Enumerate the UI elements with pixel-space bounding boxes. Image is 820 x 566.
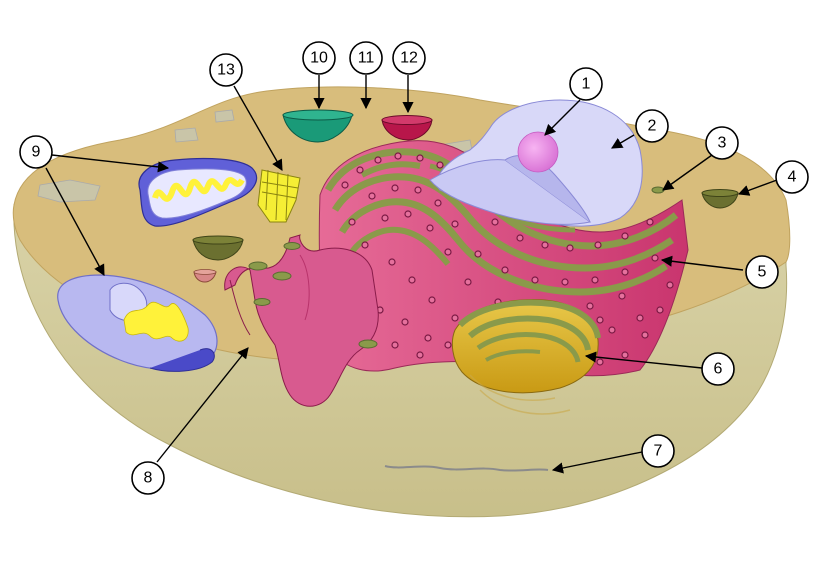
callout-2-label: 2 (648, 118, 657, 135)
leader-3 (662, 154, 713, 191)
callout-4: 4 (775, 160, 809, 194)
callout-12-label: 12 (400, 50, 418, 67)
callout-9-label: 9 (32, 144, 41, 161)
cytoplasm-cutout (37, 179, 101, 203)
callout-11: 11 (349, 41, 383, 75)
callout-7-label: 7 (654, 443, 663, 460)
mitochondrion-lower (57, 274, 218, 372)
smooth-endoplasmic-reticulum (224, 234, 379, 407)
cytoplasm-cutout (214, 109, 235, 123)
vesicle-green-right (701, 192, 739, 209)
callout-1-label: 1 (582, 76, 591, 93)
leader-4 (737, 179, 778, 196)
callout-9: 9 (19, 135, 53, 169)
callout-3: 3 (705, 126, 739, 160)
callout-3-label: 3 (718, 135, 727, 152)
callout-10-label: 10 (310, 50, 328, 67)
leader-2 (611, 134, 635, 149)
callout-12: 12 (392, 41, 426, 75)
leader-9b (45, 167, 105, 276)
centriole (257, 169, 301, 223)
callout-6: 6 (701, 352, 735, 386)
cytoplasm-cutout (174, 127, 199, 143)
cytoskeleton-filament (384, 465, 549, 472)
callout-4-label: 4 (788, 169, 797, 186)
leader-9a (51, 154, 170, 173)
leader-8 (156, 347, 249, 463)
callout-1: 1 (569, 67, 603, 101)
leader-7 (551, 451, 643, 474)
nucleolus (517, 131, 559, 173)
callout-13-label: 13 (217, 62, 235, 79)
callout-8: 8 (131, 461, 165, 495)
callout-13: 13 (209, 53, 243, 87)
golgi-apparatus (451, 299, 601, 415)
leader-5 (660, 255, 744, 271)
callout-2: 2 (635, 109, 669, 143)
leader-lines (45, 75, 778, 474)
callout-7: 7 (641, 434, 675, 468)
rough-endoplasmic-reticulum (318, 140, 689, 377)
callouts: 1 2 3 4 5 6 7 8 (19, 41, 809, 495)
callout-10: 10 (302, 41, 336, 75)
leader-1 (544, 99, 581, 136)
leader-13 (233, 85, 283, 171)
mitochondrion-upper (138, 157, 257, 227)
nucleus (429, 99, 643, 227)
callout-8-label: 8 (144, 470, 153, 487)
vacuole (282, 109, 354, 143)
callout-11-label: 11 (358, 50, 375, 67)
vesicle-green-left (192, 239, 244, 261)
callout-6-label: 6 (714, 361, 723, 378)
lysosome (381, 115, 433, 141)
callout-5: 5 (745, 255, 779, 289)
leader-6 (584, 351, 703, 369)
callout-5-label: 5 (758, 264, 767, 281)
